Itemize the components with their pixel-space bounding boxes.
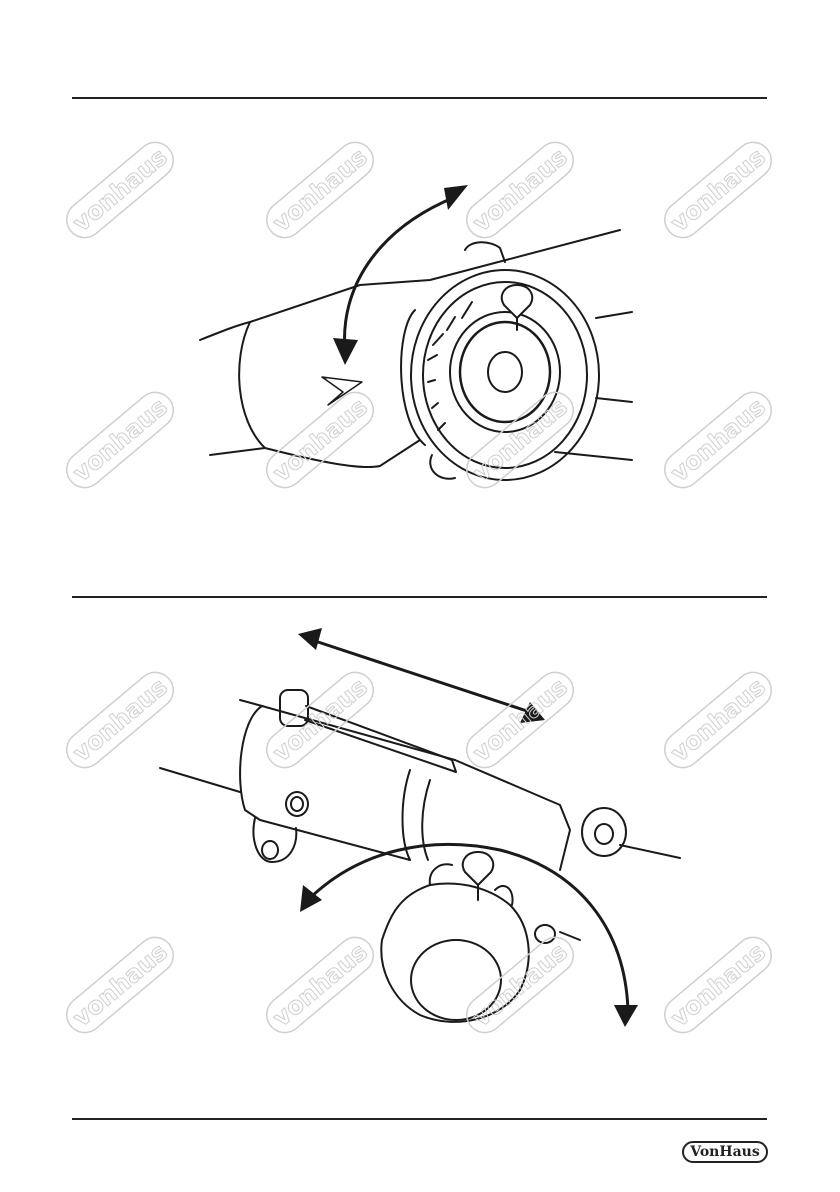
shaft-outline	[200, 230, 620, 340]
top-rule	[72, 97, 767, 99]
bottom-rule	[72, 1118, 767, 1120]
figure-1-head-rotation	[0, 160, 840, 520]
knob	[381, 884, 528, 1022]
vonhaus-logo: VonHaus	[682, 1141, 768, 1163]
figure-2-clamp-adjust	[0, 620, 840, 1040]
rotate-arc	[345, 197, 455, 350]
middle-rule	[72, 596, 767, 598]
logo-text: VonHaus	[682, 1141, 768, 1163]
position-pin	[463, 852, 493, 885]
linear-double-arrow-icon	[298, 628, 322, 650]
dial-hub	[460, 322, 550, 422]
linear-arrow-shaft	[312, 640, 530, 712]
clamp-body	[240, 706, 410, 860]
position-pin	[502, 285, 532, 318]
pole-lines	[160, 768, 240, 792]
position-arrow-marker-icon	[322, 377, 362, 405]
